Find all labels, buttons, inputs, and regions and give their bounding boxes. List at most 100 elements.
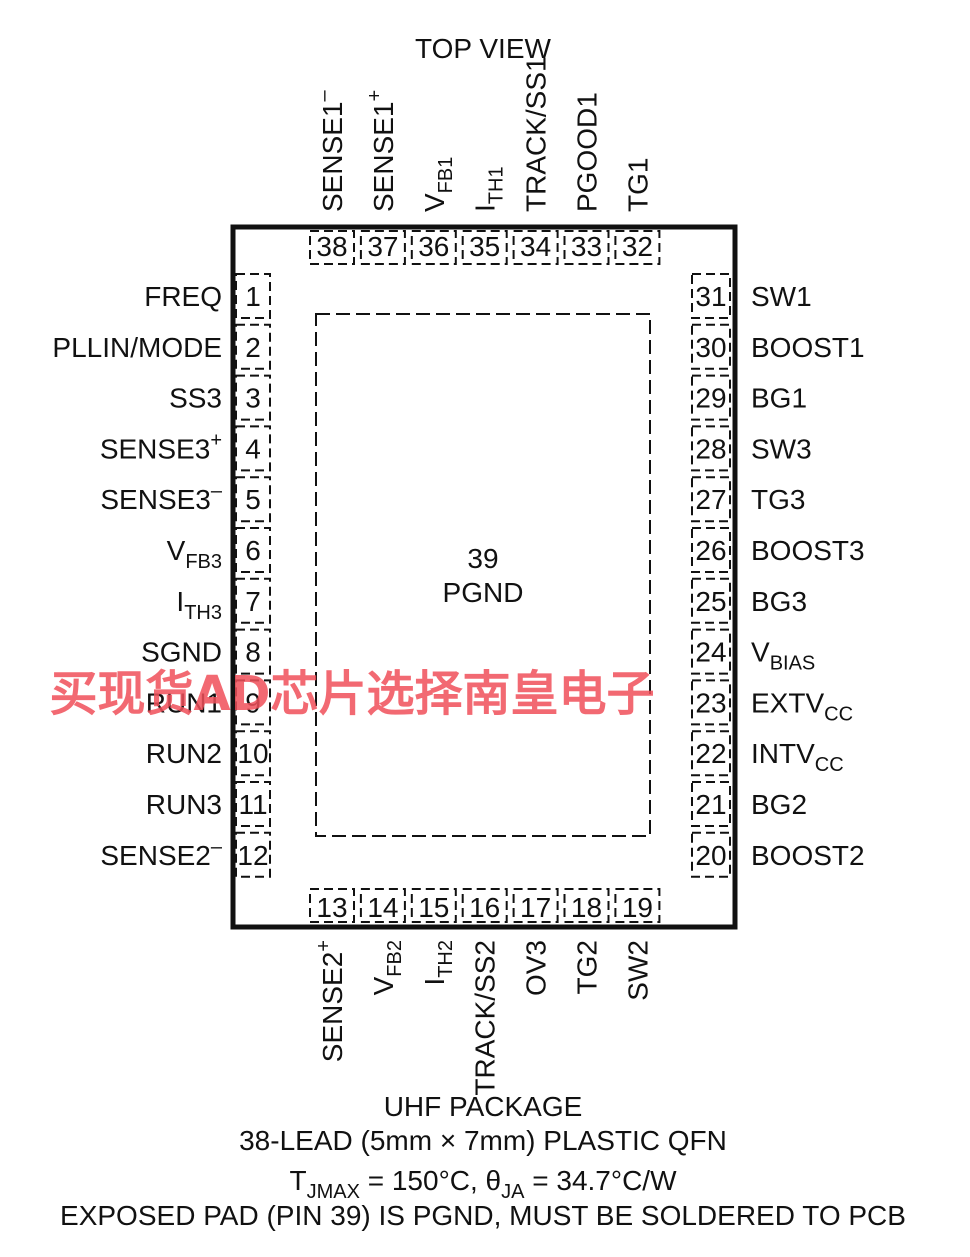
pin-pad-30 <box>691 323 731 370</box>
pin-number-11: 11 <box>238 789 267 820</box>
pin-number-12: 12 <box>237 840 268 871</box>
pin-pad-4 <box>235 425 271 472</box>
pin-pad-20 <box>691 831 731 878</box>
exposed-pad-note: EXPOSED PAD (PIN 39) IS PGND, MUST BE SO… <box>60 1200 906 1231</box>
pin-label-34: TRACK/SS1 <box>521 56 552 212</box>
pin-label-20: BOOST2 <box>751 840 865 871</box>
pin-label-2: PLLIN/MODE <box>52 332 222 363</box>
pin-pad-6 <box>235 527 271 573</box>
pin-pad-17 <box>512 888 559 923</box>
pin-pad-27 <box>691 476 731 523</box>
pin-number-26: 26 <box>695 535 726 566</box>
pin-number-23: 23 <box>695 687 726 718</box>
pin-number-19: 19 <box>622 892 653 923</box>
pin-number-36: 36 <box>418 231 449 262</box>
pin-pad-33 <box>563 230 610 265</box>
pin-label-22: INTVCC <box>751 738 844 776</box>
pin-label-30: BOOST1 <box>751 332 865 363</box>
pin-label-8: SGND <box>141 637 222 668</box>
pin-number-30: 30 <box>695 332 726 363</box>
pin-label-9: RUN1 <box>146 687 222 718</box>
pin-pad-36 <box>410 230 457 265</box>
pin-pad-29 <box>691 374 731 421</box>
exposed-pad-name: PGND <box>443 577 524 608</box>
pin-number-31: 31 <box>695 281 726 312</box>
pin-pad-24 <box>691 628 731 675</box>
pin-pad-14 <box>359 888 406 923</box>
pin-label-12: SENSE2– <box>100 836 223 871</box>
pin-label-5: SENSE3– <box>100 480 223 515</box>
pin-number-37: 37 <box>367 231 398 262</box>
pin-label-7: ITH3 <box>176 586 222 624</box>
pin-number-2: 2 <box>245 332 261 363</box>
pin-label-21: BG2 <box>751 789 807 820</box>
pin-number-24: 24 <box>695 637 726 668</box>
pin-number-6: 6 <box>245 535 261 566</box>
pin-label-19: SW2 <box>622 940 653 1001</box>
pin-label-14: VFB2 <box>368 940 406 995</box>
pin-pad-32 <box>614 230 661 265</box>
pin-pad-19 <box>614 888 661 923</box>
pin-label-25: BG3 <box>751 586 807 617</box>
pin-pad-34 <box>512 230 559 265</box>
pin-number-21: 21 <box>695 789 726 820</box>
pin-group: 1FREQ2PLLIN/MODE3SS34SENSE3+5SENSE3–6VFB… <box>52 56 864 1095</box>
exposed-pad <box>315 313 651 837</box>
pin-number-22: 22 <box>695 738 726 769</box>
pin-pad-10 <box>235 730 271 777</box>
pin-number-38: 38 <box>316 231 347 262</box>
pin-number-29: 29 <box>695 383 726 414</box>
pin-label-33: PGOOD1 <box>572 92 603 212</box>
pin-number-9: 9 <box>245 687 261 718</box>
pin-pad-37 <box>359 230 406 265</box>
pin-number-7: 7 <box>245 586 261 617</box>
pin-pad-21 <box>691 781 731 827</box>
pin-label-29: BG1 <box>751 383 807 414</box>
pin-number-32: 32 <box>622 231 653 262</box>
pin-label-31: SW1 <box>751 281 812 312</box>
diagram-title: TOP VIEW <box>415 33 551 64</box>
pin-pad-3 <box>235 374 271 421</box>
pin-pad-16 <box>461 888 508 923</box>
pin-pad-31 <box>691 273 731 319</box>
pin-number-33: 33 <box>571 231 602 262</box>
pin-number-4: 4 <box>245 433 261 464</box>
pin-number-13: 13 <box>316 892 347 923</box>
pin-pad-26 <box>691 527 731 573</box>
pin-number-10: 10 <box>237 738 268 769</box>
pin-pad-11 <box>235 781 271 827</box>
pin-pad-8 <box>235 628 271 675</box>
pin-label-23: EXTVCC <box>751 687 853 725</box>
pin-pad-9 <box>235 679 271 726</box>
pin-number-15: 15 <box>418 892 449 923</box>
pin-label-4: SENSE3+ <box>100 429 222 464</box>
pin-number-3: 3 <box>245 383 261 414</box>
pin-label-37: SENSE1+ <box>364 90 399 212</box>
pin-label-36: VFB1 <box>419 157 457 212</box>
pin-number-28: 28 <box>695 433 726 464</box>
pin-label-1: FREQ <box>144 281 222 312</box>
package-name: UHF PACKAGE <box>384 1091 583 1122</box>
pin-number-20: 20 <box>695 840 726 871</box>
watermark-text: 买现货AD芯片选择南皇电子 <box>50 666 655 722</box>
exposed-pad-number: 39 <box>467 543 498 574</box>
pin-number-8: 8 <box>245 637 261 668</box>
pin-pad-38 <box>309 230 355 265</box>
pin-pad-7 <box>235 577 271 624</box>
package-description: 38-LEAD (5mm × 7mm) PLASTIC QFN <box>239 1125 727 1156</box>
pin-number-27: 27 <box>695 484 726 515</box>
pin-label-16: TRACK/SS2 <box>470 940 501 1096</box>
pin-number-1: 1 <box>245 281 261 312</box>
pin-number-16: 16 <box>469 892 500 923</box>
pin-label-24: VBIAS <box>751 637 815 675</box>
pin-pad-5 <box>235 476 271 523</box>
pin-label-18: TG2 <box>572 940 603 994</box>
pin-number-34: 34 <box>520 231 551 262</box>
pin-label-32: TG1 <box>622 158 653 212</box>
pin-number-35: 35 <box>469 231 500 262</box>
pin-label-3: SS3 <box>169 383 222 414</box>
pin-pad-22 <box>691 730 731 777</box>
pin-number-14: 14 <box>367 892 398 923</box>
pin-number-18: 18 <box>571 892 602 923</box>
